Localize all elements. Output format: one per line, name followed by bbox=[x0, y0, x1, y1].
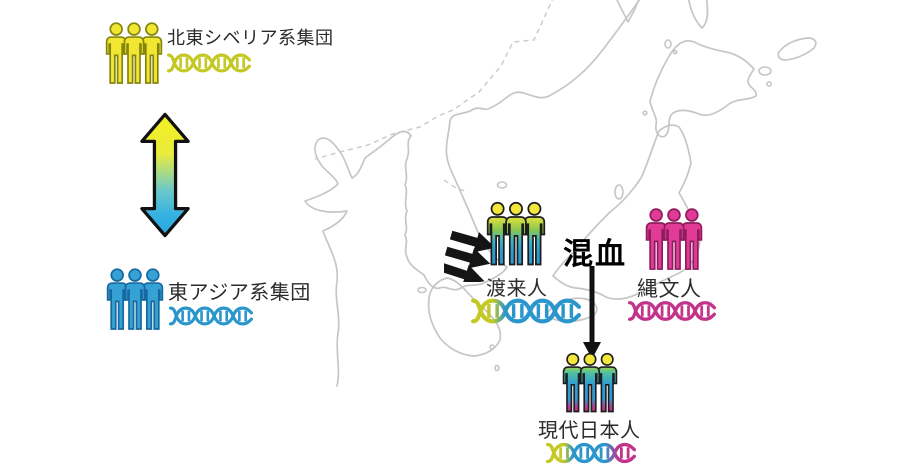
group-label-modern-japanese: 現代日本人 bbox=[538, 420, 641, 442]
people-group-icon bbox=[106, 268, 164, 330]
island-sado bbox=[614, 184, 624, 200]
dna-icon-siberia bbox=[167, 53, 251, 73]
island-shikotan bbox=[758, 66, 772, 76]
people-group-icon bbox=[645, 208, 703, 270]
people-icons-siberia bbox=[105, 22, 163, 84]
coastline-sakhalin-hook bbox=[687, 0, 709, 29]
coastline-kyushu bbox=[427, 277, 502, 357]
double-arrow-icon bbox=[140, 112, 190, 238]
dna-icon-jomon bbox=[628, 301, 716, 321]
group-label-jomon: 縄文人 bbox=[637, 278, 702, 301]
coastline-honshu bbox=[552, 124, 701, 300]
people-group-icon bbox=[562, 352, 618, 413]
island-dot-1 bbox=[765, 81, 772, 87]
island-dot-4 bbox=[494, 364, 500, 372]
island-ulleung bbox=[496, 181, 508, 189]
people-icons-east-asia bbox=[106, 268, 164, 330]
admixture-label: 混血 bbox=[563, 238, 627, 271]
group-label-east-asia: 東アジア系集団 bbox=[168, 282, 311, 304]
people-group-icon bbox=[486, 201, 546, 266]
coastline-hokkaido bbox=[649, 40, 758, 138]
island-sw-korea bbox=[417, 286, 427, 294]
group-label-toraijin: 渡来人 bbox=[486, 278, 548, 300]
coastline-mainland-korea-china bbox=[304, 0, 641, 387]
island-dot-3 bbox=[489, 344, 495, 350]
dna-icon-modern-japanese bbox=[546, 442, 636, 464]
group-label-siberia: 北東シベリア系集団 bbox=[167, 28, 334, 48]
dna-icon-toraijin bbox=[471, 297, 581, 325]
border-dashed-korea bbox=[443, 179, 469, 193]
island-dot-5 bbox=[642, 110, 648, 116]
people-icons-modern-japanese bbox=[562, 352, 618, 413]
border-dashed-russia-china bbox=[314, 0, 554, 160]
people-group-icon bbox=[105, 22, 163, 84]
island-dot-2 bbox=[672, 49, 678, 55]
coastline-sakhalin-tip bbox=[616, 0, 640, 23]
people-icons-toraijin bbox=[486, 201, 546, 266]
down-arrow-icon bbox=[583, 266, 601, 359]
island-rishiri bbox=[664, 39, 672, 49]
people-icons-jomon bbox=[645, 208, 703, 270]
dna-icon-east-asia bbox=[169, 306, 253, 326]
coastline-kuril-island bbox=[777, 37, 817, 61]
